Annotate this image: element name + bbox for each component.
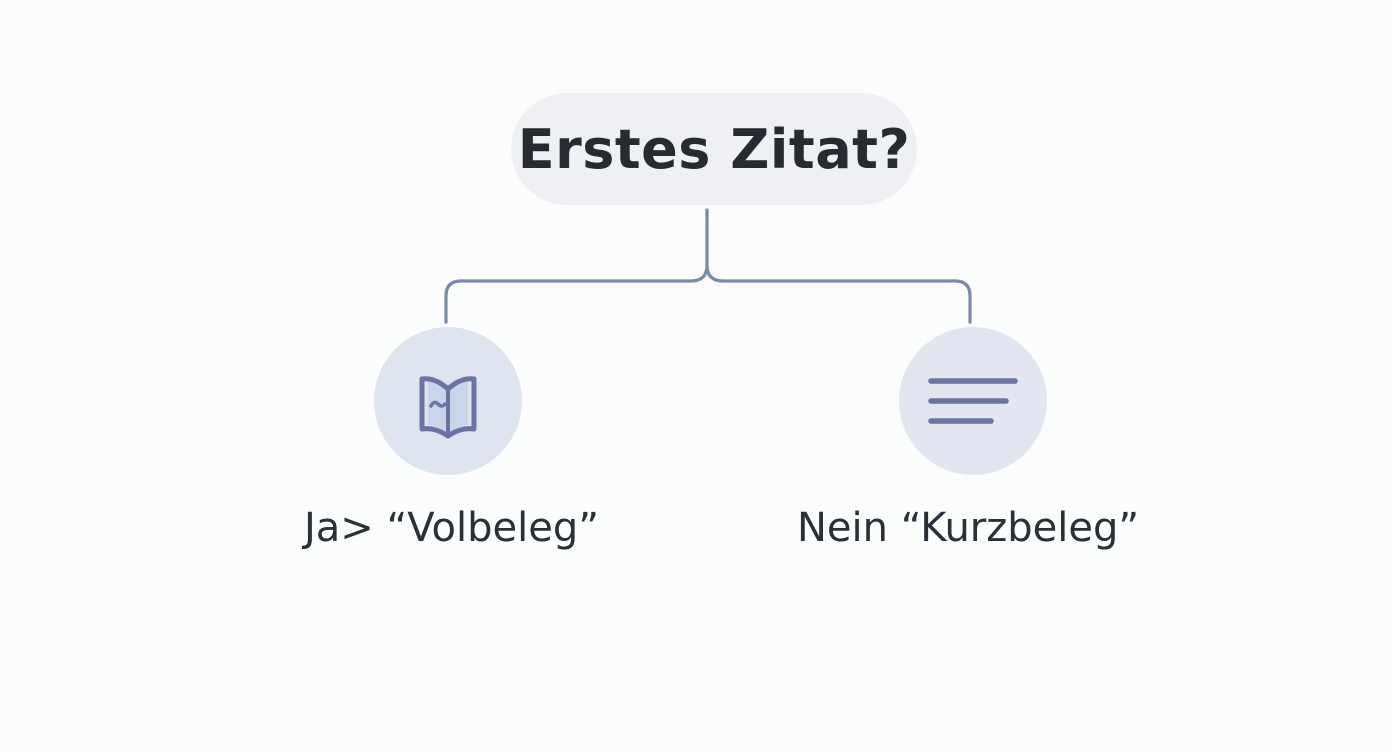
branch-no-label: Nein “Kurzbeleg” xyxy=(797,505,1140,551)
branch-no-node xyxy=(899,327,1047,475)
root-question-label: Erstes Zitat? xyxy=(517,117,911,181)
branch-yes-node xyxy=(374,327,522,475)
root-question-node: Erstes Zitat? xyxy=(511,93,917,205)
book-icon xyxy=(419,376,477,439)
text-lines-icon xyxy=(928,378,1018,424)
branch-yes-label: Ja> “Volbeleg” xyxy=(304,505,599,551)
